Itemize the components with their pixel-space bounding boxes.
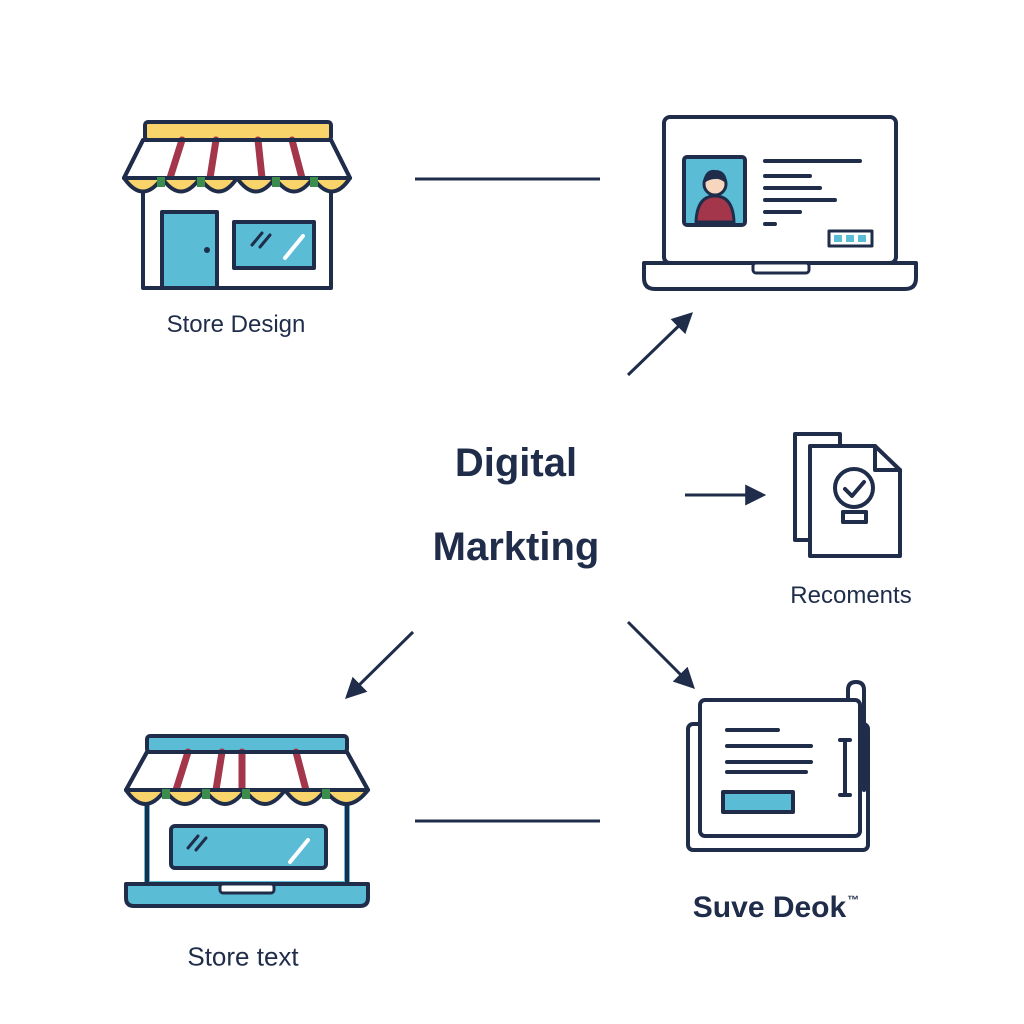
- documents-check-icon: [793, 432, 902, 558]
- storefront-laptop-icon: [124, 734, 370, 908]
- label-store-text: Store text: [187, 941, 299, 972]
- arrow-to-store-text: [345, 630, 415, 699]
- arrow-to-laptop: [626, 312, 694, 377]
- label-suve-deok: Suve Deok™: [693, 891, 859, 925]
- storefront-icon: [122, 120, 352, 290]
- label-suve-deok-text: Suve Deok: [692, 891, 847, 924]
- label-store-design: Store Design: [166, 311, 306, 338]
- center-title: Digital Markting: [433, 421, 600, 589]
- label-recoments: Recoments: [790, 582, 912, 609]
- arrow-to-suve-deok: [626, 620, 695, 689]
- center-title-line1: Digital: [454, 441, 578, 485]
- trademark-mark: ™: [847, 893, 860, 907]
- clipboard-document-icon: [686, 680, 870, 852]
- laptop-profile-icon: [642, 115, 918, 291]
- center-title-line2: Markting: [432, 525, 600, 569]
